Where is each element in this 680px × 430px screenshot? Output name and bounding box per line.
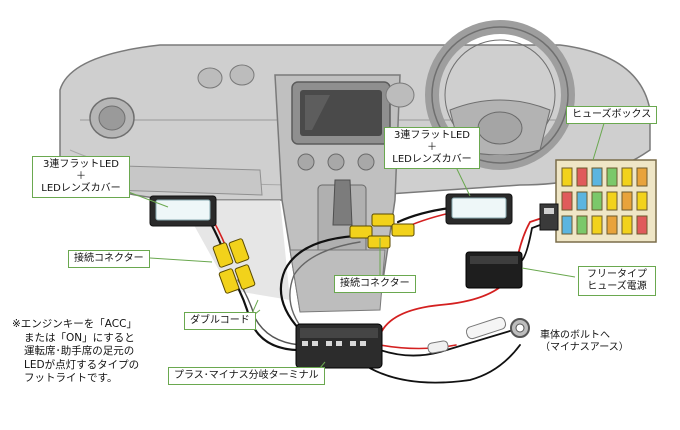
connectors-left: [212, 238, 256, 294]
fuse-slot: [576, 167, 588, 187]
label-bolt-line2: （マイナスアース）: [540, 342, 629, 353]
label-free-fuse: フリータイプ ヒューズ電源: [578, 266, 656, 296]
label-fuse-box-text: ヒューズボックス: [572, 109, 652, 120]
label-terminal-text: プラス･マイナス分岐ターミナル: [174, 370, 319, 381]
label-free-fuse-line2: ヒューズ電源: [587, 281, 647, 292]
label-double-cord: ダブルコード: [184, 312, 256, 330]
fuse-slot: [636, 215, 648, 235]
inline-fuse: [427, 316, 507, 354]
led-unit-right: [445, 193, 513, 225]
fuse-slot: [576, 215, 588, 235]
fuse-slot: [591, 191, 603, 211]
led-unit-left: [149, 195, 217, 227]
fuse-slot: [576, 191, 588, 211]
ground-bolt-terminal: [510, 318, 530, 338]
label-double-cord-text: ダブルコード: [190, 315, 250, 326]
label-connector-left: 接続コネクター: [68, 250, 150, 268]
label-terminal: プラス･マイナス分岐ターミナル: [168, 367, 325, 385]
label-led-right-line3: LEDレンズカバー: [392, 154, 472, 165]
label-free-fuse-line1: フリータイプ: [587, 269, 647, 280]
fuse-slot: [621, 167, 633, 187]
label-led-left-line1: 3連フラットLED: [43, 159, 119, 170]
fuse-slot: [606, 215, 618, 235]
label-led-left: 3連フラットLED ＋ LEDレンズカバー: [32, 156, 130, 198]
label-led-right-line1: 3連フラットLED: [394, 130, 470, 141]
label-led-right: 3連フラットLED ＋ LEDレンズカバー: [384, 127, 480, 169]
label-connector-right: 接続コネクター: [334, 275, 416, 293]
fuse-slot: [621, 215, 633, 235]
connectors-right: [349, 213, 415, 249]
label-led-left-line2: ＋: [76, 171, 86, 182]
fuse-slot: [561, 191, 573, 211]
fuse-slot: [591, 215, 603, 235]
footnote-line4: LEDが点灯するタイプの: [24, 358, 140, 371]
footnote-line2: または「ON」にすると: [24, 331, 135, 344]
label-bolt-line1: 車体のボルトへ: [540, 330, 610, 341]
footnote-line1: ※エンジンキーを「ACC」: [12, 318, 137, 330]
fuse-slot: [591, 167, 603, 187]
fuse-slot: [561, 215, 573, 235]
free-fuse-holder: [465, 251, 523, 289]
fuse-slot: [561, 167, 573, 187]
fuse-box: [555, 159, 657, 243]
footnote-line3: 運転席･助手席の足元の: [24, 345, 135, 357]
branch-terminal: [295, 323, 383, 369]
label-connector-left-text: 接続コネクター: [74, 253, 144, 264]
fuse-slot: [621, 191, 633, 211]
fuse-tap: [539, 203, 559, 231]
fuse-slot: [606, 167, 618, 187]
label-led-left-line3: LEDレンズカバー: [41, 183, 121, 194]
fuse-slot: [606, 191, 618, 211]
label-bolt: 車体のボルトへ （マイナスアース）: [540, 330, 629, 354]
footnote-line5: フットライトです。: [24, 372, 118, 384]
footnote: ※エンジンキーを「ACC」 または「ON」にすると 運転席･助手席の足元の LE…: [12, 318, 139, 386]
label-connector-right-text: 接続コネクター: [340, 278, 410, 289]
fuse-slot: [636, 167, 648, 187]
label-led-right-line2: ＋: [427, 142, 437, 153]
fuse-slot: [636, 191, 648, 211]
label-fuse-box: ヒューズボックス: [566, 106, 658, 124]
dashboard: [59, 20, 651, 313]
